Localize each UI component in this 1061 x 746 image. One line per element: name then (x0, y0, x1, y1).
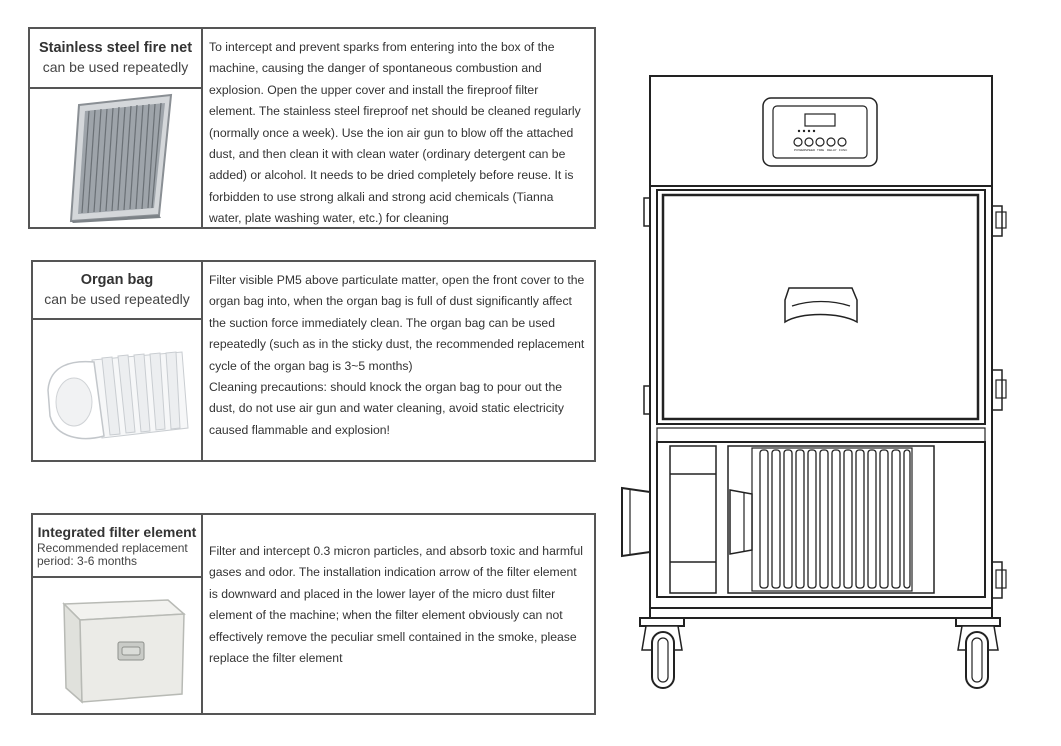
organ-bag-paragraph-1: Filter visible PM5 above particulate mat… (209, 273, 585, 373)
filter-element-panel: Integrated filter element Recommended re… (31, 513, 596, 715)
organ-bag-panel: Organ bag can be used repeatedly Filter … (31, 260, 596, 462)
organ-bag-image (33, 320, 201, 460)
organ-bag-title: Organ bag (80, 272, 154, 288)
filter-element-subtitle: Recommended replacement period: 3-6 mont… (37, 541, 188, 568)
fire-net-image (30, 89, 201, 227)
fire-net-panel: Stainless steel fire net can be used rep… (28, 27, 596, 229)
svg-text:DELAY: DELAY (827, 148, 837, 152)
organ-bag-header: Organ bag can be used repeatedly (33, 262, 201, 320)
filter-element-left-column: Integrated filter element Recommended re… (33, 515, 203, 713)
svg-text:FUNC: FUNC (839, 148, 848, 152)
organ-bag-left-column: Organ bag can be used repeatedly (33, 262, 203, 460)
organ-bag-description: Filter visible PM5 above particulate mat… (203, 262, 594, 460)
filter-box-photo-icon (62, 598, 186, 704)
filter-element-header: Integrated filter element Recommended re… (33, 515, 201, 578)
svg-text:POWER: POWER (794, 148, 806, 152)
organ-bag-photo-icon (47, 351, 189, 440)
organ-bag-paragraph-2: Cleaning precautions: should knock the o… (209, 380, 564, 437)
fire-net-description: To intercept and prevent sparks from ent… (203, 29, 594, 227)
filter-element-image (33, 578, 201, 713)
fire-net-left-column: Stainless steel fire net can be used rep… (30, 29, 203, 227)
svg-text:SPEED: SPEED (805, 148, 816, 152)
filter-element-paragraph: Filter and intercept 0.3 micron particle… (209, 544, 583, 666)
fire-net-header: Stainless steel fire net can be used rep… (30, 29, 201, 89)
fire-net-paragraph: To intercept and prevent sparks from ent… (209, 40, 581, 226)
fire-net-title: Stainless steel fire net (38, 40, 193, 56)
fire-net-photo-icon (69, 93, 172, 223)
fire-net-subtitle: can be used repeatedly (42, 59, 189, 75)
filter-element-title: Integrated filter element (37, 524, 197, 540)
filter-element-description: Filter and intercept 0.3 micron particle… (203, 515, 594, 713)
organ-bag-subtitle: can be used repeatedly (44, 291, 190, 307)
svg-text:TIME: TIME (817, 148, 824, 152)
